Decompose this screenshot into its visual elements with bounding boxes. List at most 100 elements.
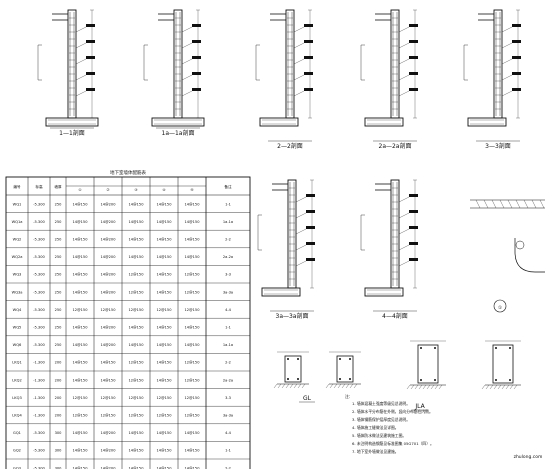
table-cell: 14@150 [72,220,88,224]
annotation-block [304,24,313,27]
hatch-line [434,384,439,390]
table-cell: 14@150 [184,449,200,453]
section-caption: 2a—2a剖面 [379,142,412,150]
annotation-block [409,56,418,59]
table-cell: GQ2 [13,449,21,453]
table-cell: 14@150 [156,431,172,435]
table-cell: 14@150 [72,343,88,347]
hatch-line [418,384,423,390]
hatch-line [505,384,510,390]
table-cell: WQ2 [13,238,22,242]
rebar-dot [287,378,289,380]
hatch-line [289,383,294,389]
footing-outline [45,117,99,127]
table-cell: 14@150 [184,431,200,435]
table-cell: GQ1 [13,431,21,435]
wall-section-s3: 3—3剖面 [463,9,521,150]
table-cell: 12@150 [100,396,116,400]
table-cell: 14@150 [156,326,172,330]
table-cell: -5.300 [33,343,45,347]
detail-anchor: ① [470,199,545,313]
pier-outline [336,355,354,383]
table-cell: 12@150 [100,308,116,312]
table-cell: 250 [55,220,63,224]
hatch-line [509,384,514,390]
footing-outline [259,117,299,127]
annotation-block [304,40,313,43]
table-cell: 12@150 [128,361,144,365]
table-cell: WQ6 [13,343,22,347]
table-cell: 12@150 [184,396,200,400]
hatch-line [493,384,498,390]
table-cell: 2a-2a [223,378,233,382]
table-cell: 14@150 [184,326,200,330]
leader-line [398,90,410,97]
table-cell: -5.300 [33,273,45,277]
section-caption: 3—3剖面 [485,142,511,150]
table-cell: WQ5 [13,326,22,330]
general-notes: 注：1. 墙体混凝土强度等级见总说明。2. 墙体水平分布筋在外侧，竖向分布筋在内… [345,394,434,454]
table-header-cell: ④ [162,188,165,192]
table-cell: 250 [55,326,63,330]
table-cell: 12@150 [128,290,144,294]
table-cell: 14@150 [72,326,88,330]
table-cell: 14@150 [156,466,172,469]
table-cell: 250 [55,273,63,277]
table-cell: 14@150 [128,220,144,224]
annotation-block [192,56,201,59]
hatch-line [483,199,489,209]
table-cell: LKQ4 [12,414,22,418]
annotation-block [306,226,315,229]
table-cell: 14@200 [100,431,116,435]
table-cell: 14@150 [128,255,144,259]
pier-detail: GL [273,351,315,403]
table-header-cell: ③ [134,188,137,192]
table-cell: 14@150 [128,466,144,469]
leader-line [398,58,410,65]
table-cell: 14@200 [100,202,116,206]
hatch-line [426,384,431,390]
section-caption: 1a—1a剖面 [162,129,195,137]
note-line: 5. 墙体防水做法见建筑施工图。 [352,433,406,438]
hatch-line [481,384,486,390]
footing-outline [364,287,404,297]
leader-line [181,26,193,33]
table-cell: 12@150 [184,273,200,277]
table-cell: 12@150 [128,414,144,418]
table-cell: 2-2 [225,238,231,242]
annotation-block [409,88,418,91]
annotation-block [409,258,418,261]
hatch-line [277,383,282,389]
annotation-block [409,242,418,245]
table-cell: 14@150 [156,273,172,277]
table-cell: 14@200 [100,466,116,469]
footing-outline [364,117,404,127]
table-cell: 14@150 [72,273,88,277]
annotation-block [306,194,315,197]
leader-line [295,228,307,235]
rebar-dot [434,379,436,381]
annotation-block [192,88,201,91]
note-line: 2. 墙体水平分布筋在外侧，竖向分布筋在内侧。 [352,409,433,414]
hatch-line [422,384,427,390]
annotation-block [409,226,418,229]
hook-bar [514,251,545,273]
hatch-line [430,384,435,390]
table-cell: 14@150 [156,238,172,242]
annotation-block [306,210,315,213]
leader-line [295,196,307,203]
table-header-cell: 标高 [35,184,43,189]
hatch-line [539,199,545,209]
table-cell: 14@150 [128,326,144,330]
hatch-line [489,384,494,390]
table-cell: 14@150 [72,238,88,242]
table-cell: 14@150 [156,255,172,259]
table-cell: 1-1 [225,326,231,330]
table-cell: 14@200 [100,449,116,453]
table-cell: 14@150 [128,431,144,435]
leader-line [75,58,87,65]
table-cell: WQ2a [12,255,23,259]
annotation-block [86,56,95,59]
